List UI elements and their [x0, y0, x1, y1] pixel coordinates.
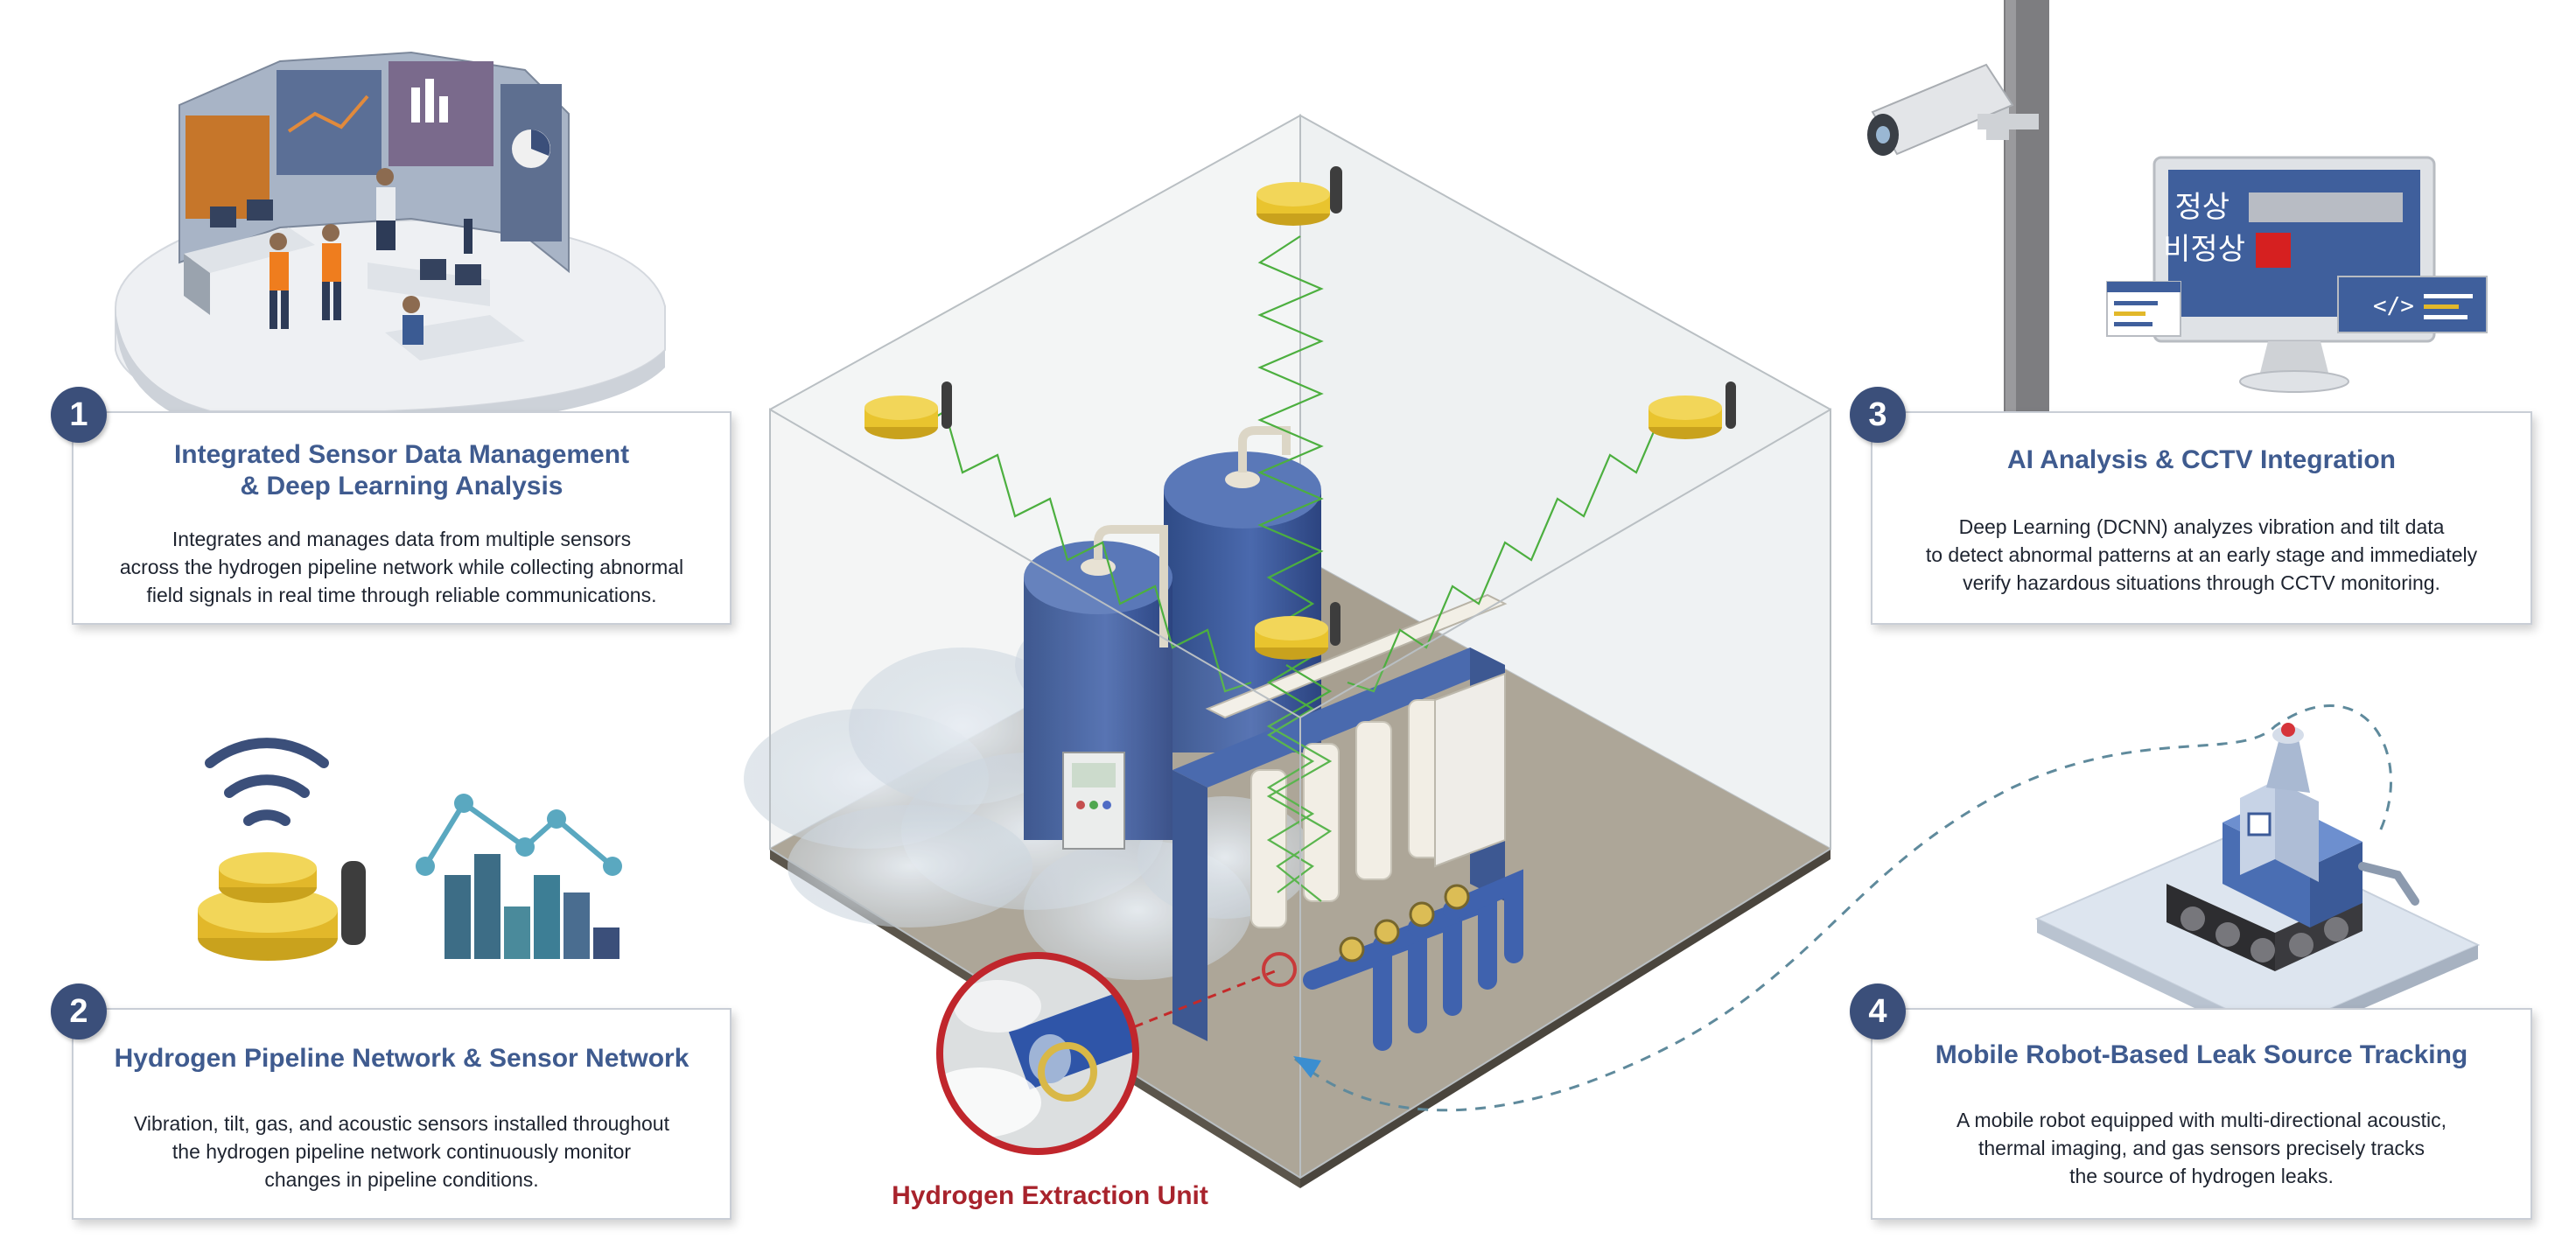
mobile-robot-icon [2034, 723, 2481, 1046]
control-room-illustration [115, 51, 666, 429]
step-number-badge: 2 [51, 984, 107, 1040]
sensor-icon [1648, 382, 1736, 439]
sensor-icon [1255, 602, 1340, 660]
card-description: Integrates and manages data from multipl… [119, 528, 684, 606]
svg-text:</>: </> [2373, 293, 2414, 319]
chart-icon [416, 794, 622, 959]
card-description: Vibration, tilt, gas, and acoustic senso… [134, 1112, 669, 1191]
card-mobile-robot-tracking: Mobile Robot-Based Leak Source Tracking … [1871, 1008, 2532, 1220]
extraction-unit-label: Hydrogen Extraction Unit [892, 1181, 1208, 1210]
magnifier-callout [936, 952, 1280, 1155]
sensor-icon [1256, 166, 1342, 226]
card-pipeline-sensor-network: Hydrogen Pipeline Network & Sensor Netwo… [72, 1008, 732, 1220]
monitor-icon: 정상 비정상 [2152, 156, 2436, 393]
wifi-icon [205, 738, 329, 826]
sensor-icon [864, 382, 952, 439]
code-window-icon [2106, 281, 2181, 337]
code-window-icon: </> [2337, 276, 2488, 333]
abnormal-status-label: 비정상 [2163, 232, 2245, 267]
normal-status-label: 정상 [2174, 190, 2230, 225]
leak-point-marker [1262, 952, 1297, 987]
card-title: Integrated Sensor Data Management & Deep… [173, 440, 630, 500]
card-description: Deep Learning (DCNN) analyzes vibration … [1925, 515, 2478, 594]
card-description: A mobile robot equipped with multi-direc… [1956, 1109, 2446, 1187]
card-sensor-data-management: Integrated Sensor Data Management & Deep… [72, 411, 732, 625]
cctv-camera-icon [1867, 63, 2039, 156]
sensor-signal-waves [900, 235, 1698, 902]
card-ai-cctv-integration: AI Analysis & CCTV Integration Deep Lear… [1871, 411, 2532, 625]
step-number-badge: 3 [1850, 387, 1906, 443]
step-number-badge: 1 [51, 387, 107, 443]
step-number-badge: 4 [1850, 984, 1906, 1040]
card-title: AI Analysis & CCTV Integration [2007, 445, 2396, 474]
dashed-path-arrow [1293, 704, 2393, 1112]
sensor-icon [198, 852, 366, 961]
cctv-pole [2004, 0, 2049, 411]
card-title: Mobile Robot-Based Leak Source Tracking [1935, 1040, 2468, 1069]
card-title: Hydrogen Pipeline Network & Sensor Netwo… [114, 1044, 690, 1073]
